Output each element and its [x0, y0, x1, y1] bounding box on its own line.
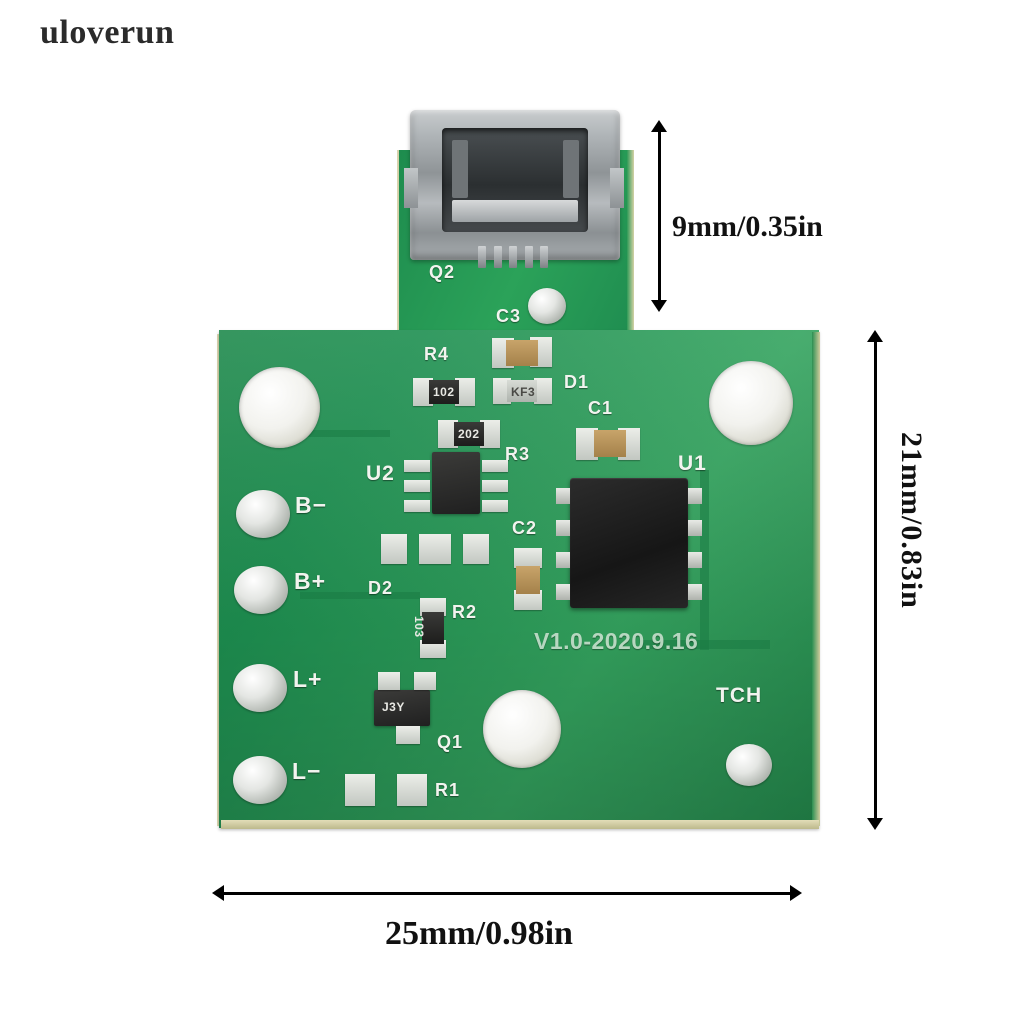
- dimension-label-board-width: 25mm/0.98in: [385, 915, 573, 952]
- component-r3: [454, 422, 484, 446]
- marking-d1: KF3: [511, 385, 536, 399]
- solder-pad-b-plus: [234, 566, 288, 614]
- marking-r3: 202: [458, 427, 480, 441]
- designator-r2: R2: [452, 602, 478, 622]
- marking-q1: J3Y: [382, 700, 405, 714]
- pad-r1-left: [345, 774, 375, 806]
- pad-c2-top: [514, 548, 542, 568]
- usb-shell-foot-right: [610, 168, 624, 208]
- pad-label-tch: TCH: [716, 684, 763, 707]
- pad-d1-left: [493, 378, 511, 404]
- pad-label-b-plus: B+: [294, 568, 327, 594]
- pad-r1-right: [397, 774, 427, 806]
- mounting-hole-bottom-center: [483, 690, 561, 768]
- watermark-uloverun: uloverun: [40, 14, 175, 51]
- designator-c2: C2: [512, 518, 538, 538]
- u2-lead: [404, 480, 430, 492]
- pad-r3-left: [438, 420, 458, 448]
- copper-trace: [300, 430, 390, 437]
- u2-lead: [482, 460, 508, 472]
- pad-c1-left: [576, 428, 598, 460]
- usb-solder-pins: [478, 246, 548, 268]
- component-c2: [516, 566, 540, 594]
- dimension-arrow-connector-height: [648, 120, 670, 312]
- board-edge-right: [812, 332, 820, 826]
- pad-d2-left: [381, 534, 407, 564]
- component-q1: [374, 690, 430, 726]
- usb-tongue: [452, 200, 578, 222]
- u1-leads-left: [556, 488, 570, 600]
- solder-pad-tch: [726, 744, 772, 786]
- component-u2: [432, 452, 480, 514]
- pad-r4-right: [455, 378, 475, 406]
- pad-r2-bottom: [420, 640, 446, 658]
- q1-lead: [414, 672, 436, 690]
- pad-r2-top: [420, 598, 446, 616]
- mounting-hole-top-right: [709, 361, 793, 445]
- designator-c3: C3: [496, 306, 522, 326]
- designator-r4: R4: [424, 344, 450, 364]
- component-d1: [507, 380, 537, 402]
- designator-u2: U2: [366, 462, 395, 485]
- pad-d2-center: [419, 534, 451, 564]
- solder-pad-c3-via: [528, 288, 566, 324]
- pad-label-b-minus: B−: [295, 492, 328, 518]
- designator-q2: Q2: [429, 262, 456, 282]
- component-u1: [556, 478, 702, 608]
- dimension-arrow-board-height: [864, 330, 886, 830]
- solder-pad-l-minus: [233, 756, 287, 804]
- copper-trace: [700, 470, 709, 650]
- u2-lead: [482, 500, 508, 512]
- u1-leads-right: [688, 488, 702, 600]
- usb-slot-left: [452, 140, 468, 198]
- board-neck-edge-right: [627, 150, 634, 336]
- usb-shell-foot-left: [404, 168, 418, 208]
- q1-lead: [378, 672, 400, 690]
- component-r2: [422, 612, 444, 644]
- marking-r4: 102: [433, 385, 455, 399]
- pad-label-l-minus: L−: [292, 758, 322, 784]
- board-edge-bottom: [221, 820, 819, 829]
- dimension-label-board-height: 21mm/0.83in: [895, 432, 928, 609]
- pad-r4-left: [413, 378, 433, 406]
- marking-r2: 103: [412, 616, 426, 638]
- silkscreen-version: V1.0-2020.9.16: [534, 628, 699, 654]
- u2-lead: [404, 460, 430, 472]
- usb-slot-right: [563, 140, 579, 198]
- component-c3: [506, 340, 538, 366]
- pad-d1-right: [534, 378, 552, 404]
- component-c1: [594, 430, 626, 457]
- designator-q1: Q1: [437, 732, 464, 752]
- solder-pad-b-minus: [236, 490, 290, 538]
- designator-d2: D2: [368, 578, 394, 598]
- copper-trace: [300, 592, 420, 599]
- mounting-hole-top-left: [239, 367, 320, 448]
- dimension-arrow-board-width: [212, 882, 802, 904]
- solder-pad-l-plus: [233, 664, 287, 712]
- dimension-label-connector-height: 9mm/0.35in: [672, 210, 823, 243]
- component-r4: [429, 380, 459, 404]
- pad-label-l-plus: L+: [293, 666, 323, 692]
- u2-lead: [482, 480, 508, 492]
- designator-r3: R3: [505, 444, 531, 464]
- designator-c1: C1: [588, 398, 614, 418]
- designator-r1: R1: [435, 780, 461, 800]
- pad-r3-right: [480, 420, 500, 448]
- pad-c2-bottom: [514, 590, 542, 610]
- pad-d2-right: [463, 534, 489, 564]
- q1-lead: [396, 726, 420, 744]
- designator-u1: U1: [678, 452, 707, 475]
- u2-lead: [404, 500, 430, 512]
- designator-d1: D1: [564, 372, 590, 392]
